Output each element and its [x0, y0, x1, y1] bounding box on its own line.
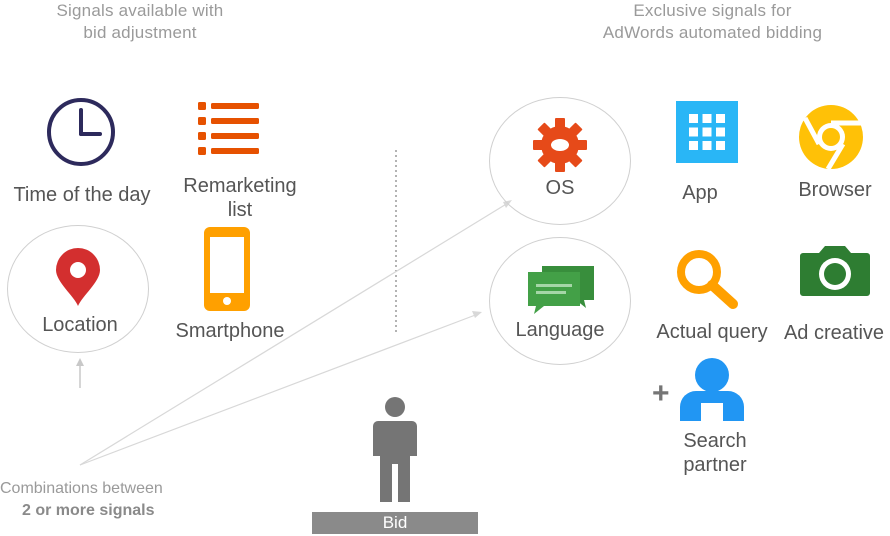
- arrow-head-language: [472, 311, 482, 318]
- language-label: Language: [515, 319, 605, 341]
- map-pin-icon: [56, 248, 100, 306]
- plus-icon: +: [652, 377, 670, 410]
- time-of-day-label: Time of the day: [13, 184, 151, 206]
- combinations-line2: 2 or more signals: [22, 502, 155, 519]
- person-icon: [680, 358, 744, 421]
- combinations-line1: Combinations between: [0, 480, 163, 497]
- smartphone-label: Smartphone: [175, 320, 285, 342]
- remarketing-label-line2: list: [227, 199, 253, 221]
- location-circle: [7, 225, 149, 353]
- location-label: Location: [42, 314, 118, 336]
- actual-query-label: Actual query: [656, 321, 768, 343]
- os-circle: [489, 97, 631, 225]
- bid-bar: Bid: [312, 512, 478, 534]
- user-silhouette-icon: [373, 397, 417, 502]
- clock-icon: [47, 98, 115, 166]
- arrow-to-language: [79, 313, 479, 466]
- remarketing-label-line1: Remarketing: [183, 175, 297, 197]
- search-icon: [677, 250, 738, 309]
- arrow-to-os: [79, 202, 509, 466]
- smartphone-icon: [204, 227, 250, 311]
- camera-icon: [800, 246, 870, 296]
- chrome-icon: [799, 105, 863, 170]
- right-header-line1: Exclusive signals for: [633, 1, 792, 20]
- search-partner-label-line1: Search: [683, 430, 747, 452]
- right-header-line2: AdWords automated bidding: [602, 23, 823, 42]
- os-label: OS: [545, 177, 575, 199]
- gear-icon: [533, 118, 587, 172]
- browser-label: Browser: [798, 179, 872, 201]
- app-label: App: [682, 182, 718, 204]
- language-circle: [489, 237, 631, 365]
- arrow-head-location: [76, 358, 84, 366]
- ad-creative-label: Ad creative: [783, 322, 885, 344]
- list-icon: [198, 102, 259, 155]
- left-header-line2: bid adjustment: [83, 23, 197, 42]
- app-grid-icon: [676, 101, 738, 163]
- left-header-line1: Signals available with: [56, 1, 224, 20]
- chat-bubbles-icon: [528, 266, 594, 314]
- search-partner-label-line2: partner: [683, 454, 747, 476]
